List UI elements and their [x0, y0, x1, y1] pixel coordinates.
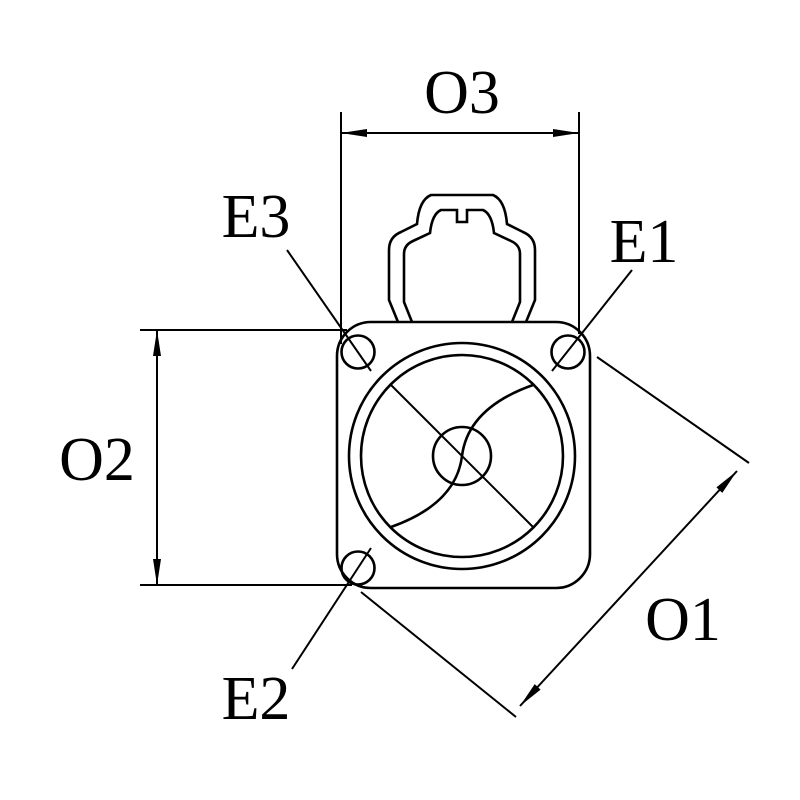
e2-label: E2: [222, 665, 291, 733]
e3-leader-line: [286, 249, 372, 372]
o1-dimension-line: [519, 470, 738, 707]
o3-label: O3: [424, 59, 500, 127]
bolt-hole-bottom-left: [340, 550, 376, 586]
dimension-o1: O1: [360, 356, 750, 718]
boss-outer-contour: [387, 193, 537, 323]
flange-body: [335, 193, 592, 590]
flange-outline: [335, 320, 592, 590]
e1-leader-line: [551, 269, 633, 372]
callout-e3: E3: [222, 183, 372, 372]
callout-e1: E1: [551, 208, 679, 372]
dimension-o2: O2: [59, 329, 352, 586]
bolt-hole-top-right: [550, 334, 586, 370]
shaft-circle: [431, 425, 493, 487]
dimension-o3: O3: [340, 59, 580, 344]
o2-label: O2: [59, 426, 135, 494]
o1-extension-line-lower: [360, 591, 517, 718]
e1-label: E1: [610, 208, 679, 276]
e2-leader-line: [291, 547, 372, 670]
pilot-bore-outer-circle: [347, 341, 577, 571]
lever-s-curve: [390, 383, 534, 529]
o1-label: O1: [645, 586, 721, 654]
boss-inner-contour: [402, 208, 522, 323]
bolt-hole-top-left: [340, 334, 376, 370]
callout-e2: E2: [222, 547, 372, 733]
o1-extension-line-upper: [596, 356, 750, 464]
pilot-bore-inner-circle: [359, 353, 565, 559]
e3-label: E3: [222, 183, 291, 251]
